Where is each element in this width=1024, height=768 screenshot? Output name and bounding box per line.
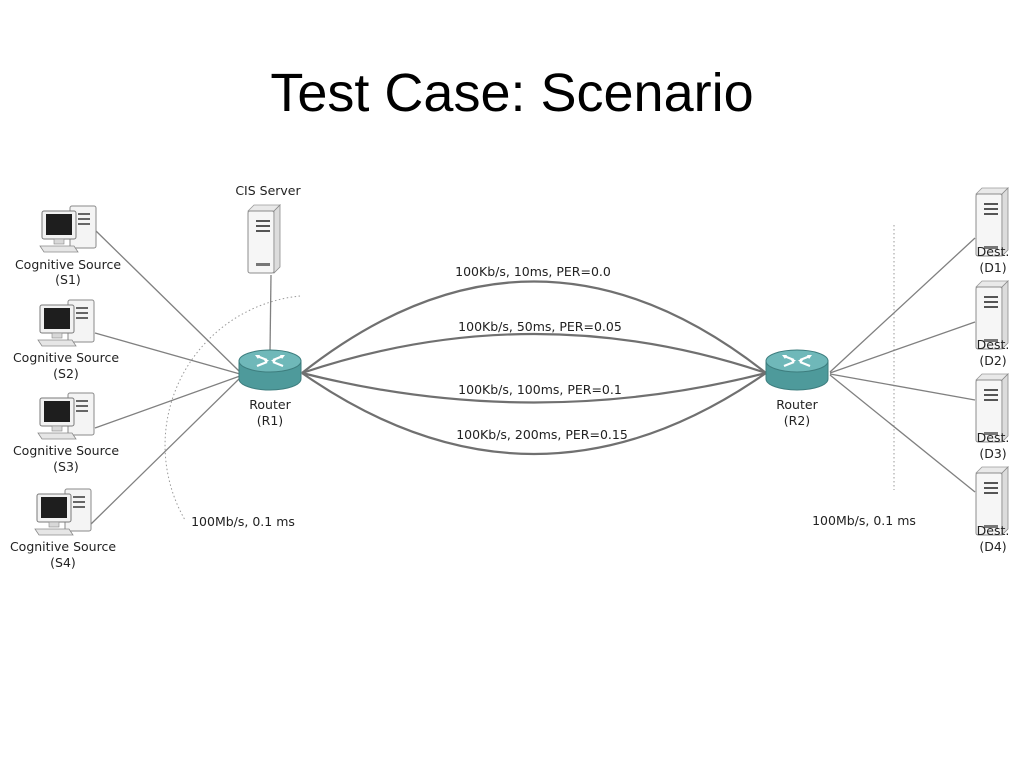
dest-d2: Dest. (D2) [975, 280, 1010, 368]
path-labels: 100Kb/s, 10ms, PER=0.0 100Kb/s, 50ms, PE… [455, 264, 628, 442]
path-4 [301, 372, 767, 456]
link-r2-d3 [829, 373, 976, 401]
source-id: (S4) [50, 555, 76, 570]
computer-icon [39, 205, 97, 253]
link-s3-r1 [94, 375, 241, 429]
right-access-links [829, 237, 976, 493]
dest-id: (D2) [979, 353, 1006, 368]
dest-id: (D3) [979, 446, 1006, 461]
dest-d1: Dest. (D1) [975, 187, 1010, 275]
source-s2: Cognitive Source (S2) [13, 299, 119, 381]
router-r1: Router (R1) [237, 348, 303, 428]
link-s1-r1 [94, 229, 241, 373]
core-paths [301, 280, 767, 456]
path-3 [301, 371, 767, 404]
source-s1: Cognitive Source (S1) [15, 205, 121, 287]
path-2 [301, 332, 767, 375]
dest-id: (D4) [979, 539, 1006, 554]
router-r2: Router (R2) [764, 348, 830, 428]
server-icon [247, 204, 281, 274]
source-id: (S1) [55, 272, 81, 287]
dest-d4: Dest. (D4) [975, 466, 1010, 554]
path-2-label: 100Kb/s, 50ms, PER=0.05 [458, 319, 622, 334]
source-label: Cognitive Source [13, 350, 119, 365]
source-s3: Cognitive Source (S3) [13, 392, 119, 474]
left-domain-arc [164, 295, 301, 521]
dest-label: Dest. [977, 337, 1010, 352]
path-1-label: 100Kb/s, 10ms, PER=0.0 [455, 264, 611, 279]
source-label: Cognitive Source [10, 539, 116, 554]
router-label: Router [776, 397, 818, 412]
path-1 [301, 280, 767, 374]
link-r2-d2 [829, 321, 976, 374]
router-label: Router [249, 397, 291, 412]
router-icon [237, 348, 303, 392]
link-r2-d1 [829, 237, 976, 373]
link-r2-d4 [829, 374, 976, 493]
computer-icon [37, 392, 95, 440]
link-s2-r1 [94, 332, 241, 375]
path-3-label: 100Kb/s, 100ms, PER=0.1 [458, 382, 622, 397]
router-icon [764, 348, 830, 392]
link-server-r1 [269, 274, 272, 353]
source-label: Cognitive Source [15, 257, 121, 272]
router-id: (R2) [784, 413, 810, 428]
router-id: (R1) [257, 413, 283, 428]
dest-label: Dest. [977, 523, 1010, 538]
source-label: Cognitive Source [13, 443, 119, 458]
right-access-label: 100Mb/s, 0.1 ms [812, 513, 916, 528]
cis-server: CIS Server [235, 183, 302, 274]
dest-label: Dest. [977, 244, 1010, 259]
path-4-label: 100Kb/s, 200ms, PER=0.15 [456, 427, 628, 442]
server-label: CIS Server [235, 183, 301, 198]
source-s4: Cognitive Source (S4) [10, 488, 116, 570]
source-id: (S2) [53, 366, 79, 381]
computer-icon [34, 488, 92, 536]
dest-d3: Dest. (D3) [975, 373, 1010, 461]
dest-id: (D1) [979, 260, 1006, 275]
left-access-label: 100Mb/s, 0.1 ms [191, 514, 295, 529]
left-access-links [89, 229, 272, 526]
source-id: (S3) [53, 459, 79, 474]
computer-icon [37, 299, 95, 347]
slide-title: Test Case: Scenario [270, 63, 754, 123]
link-s4-r1 [89, 377, 241, 526]
dest-label: Dest. [977, 430, 1010, 445]
